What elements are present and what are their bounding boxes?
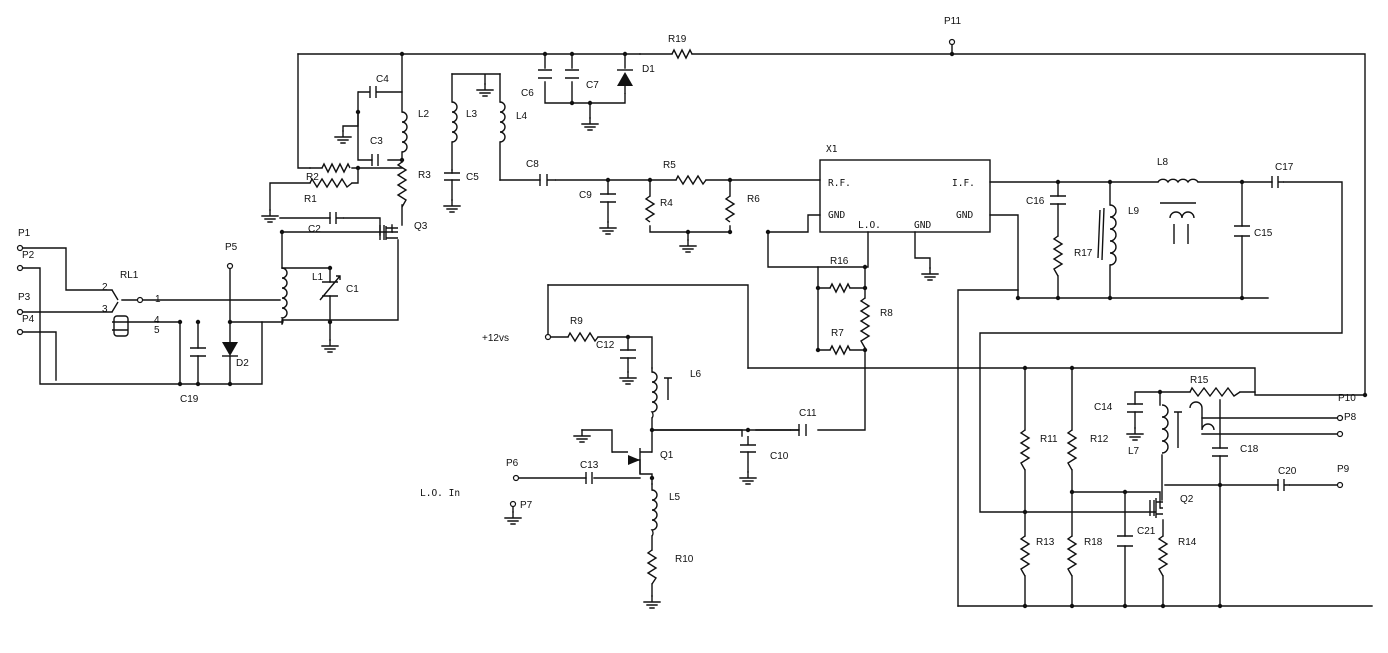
port-label-p5: P5: [225, 242, 238, 253]
label-l9: L9: [1128, 206, 1140, 217]
port-label-p3: P3: [18, 292, 31, 303]
lo-input-label: L.O. In: [420, 488, 460, 499]
wires: [19, 43, 1373, 607]
label-r12: R12: [1090, 434, 1109, 445]
label-c1: C1: [346, 284, 359, 295]
mixer-gnd-left: GND: [828, 210, 845, 221]
label-l6: L6: [690, 369, 702, 380]
relay-pin-4: 4: [154, 315, 160, 326]
label-l4: L4: [516, 111, 528, 122]
mixer-rf-pin: R.F.: [828, 178, 851, 189]
label-l5: L5: [669, 492, 681, 503]
label-q3: Q3: [414, 221, 428, 232]
diode-symbols: [222, 69, 633, 357]
label-l7: L7: [1128, 446, 1140, 457]
label-r18: R18: [1084, 537, 1103, 548]
label-c2: C2: [308, 224, 321, 235]
port-pads: [16, 38, 1344, 508]
label-r2: R2: [306, 172, 319, 183]
label-q1: Q1: [660, 450, 674, 461]
label-c4: C4: [376, 74, 389, 85]
label-r7: R7: [831, 328, 844, 339]
label-r13: R13: [1036, 537, 1055, 548]
supply-label: +12vs: [482, 333, 509, 344]
label-r15: R15: [1190, 375, 1209, 386]
label-l8: L8: [1157, 157, 1169, 168]
relay-pin-1: 1: [155, 294, 161, 305]
label-r10: R10: [675, 554, 694, 565]
relay-pin-2: 2: [102, 282, 108, 293]
label-r19: R19: [668, 34, 687, 45]
mixer-gnd-right: GND: [956, 210, 973, 221]
label-c14: C14: [1094, 402, 1113, 413]
labels: P1 P2 P3 P4 P5 P6 P7 P8 P9 P10 P11 RL1 1…: [18, 16, 1357, 565]
label-r14: R14: [1178, 537, 1197, 548]
mixer-block: [819, 159, 991, 233]
label-r11: R11: [1040, 434, 1058, 445]
port-label-p9: P9: [1337, 464, 1350, 475]
label-r8: R8: [880, 308, 893, 319]
label-c21: C21: [1137, 526, 1156, 537]
port-label-p8: P8: [1344, 412, 1357, 423]
capacitor-symbols: [190, 69, 1290, 547]
relay-pin-5: 5: [154, 325, 160, 336]
port-label-p10: P10: [1338, 393, 1356, 404]
label-l1: L1: [312, 272, 324, 283]
mixer-gnd-mid: GND: [914, 220, 931, 231]
resistor-symbols: [309, 48, 1241, 585]
label-c8: C8: [526, 159, 539, 170]
mixer-if-pin: I.F.: [952, 178, 975, 189]
ground-symbols: [261, 83, 1144, 609]
label-d2: D2: [236, 358, 249, 369]
transistor-symbols: [379, 225, 1163, 518]
label-q2: Q2: [1180, 494, 1194, 505]
label-r4: R4: [660, 198, 673, 209]
inductor-symbols: [280, 101, 1215, 537]
label-c7: C7: [586, 80, 599, 91]
label-r6: R6: [747, 194, 760, 205]
label-l2: L2: [418, 109, 430, 120]
label-c19: C19: [180, 394, 199, 405]
label-r17: R17: [1074, 248, 1093, 259]
label-c5: C5: [466, 172, 479, 183]
relay-symbol: [111, 289, 144, 337]
mixer-ref: X1: [826, 144, 838, 155]
label-c12: C12: [596, 340, 615, 351]
label-c17: C17: [1275, 162, 1294, 173]
label-c16: C16: [1026, 196, 1045, 207]
label-c6: C6: [521, 88, 534, 99]
label-c13: C13: [580, 460, 599, 471]
label-d1: D1: [642, 64, 655, 75]
label-c3: C3: [370, 136, 383, 147]
port-label-p2: P2: [22, 250, 35, 261]
port-label-p11: P11: [944, 16, 961, 27]
label-c9: C9: [579, 190, 592, 201]
label-c20: C20: [1278, 466, 1297, 477]
label-r5: R5: [663, 160, 676, 171]
mixer-lo-pin: L.O.: [858, 220, 881, 231]
label-c15: C15: [1254, 228, 1273, 239]
junction-dots: [177, 51, 1368, 609]
port-label-p4: P4: [22, 314, 35, 325]
relay-label: RL1: [120, 270, 139, 281]
relay-pin-3: 3: [102, 304, 108, 315]
port-label-p1: P1: [18, 228, 31, 239]
label-r1: R1: [304, 194, 317, 205]
label-c10: C10: [770, 451, 789, 462]
label-l3: L3: [466, 109, 478, 120]
port-label-p6: P6: [506, 458, 519, 469]
label-r9: R9: [570, 316, 583, 327]
label-r16: R16: [830, 256, 849, 267]
label-r3: R3: [418, 170, 431, 181]
label-c11: C11: [799, 408, 817, 419]
label-c18: C18: [1240, 444, 1259, 455]
port-label-p7: P7: [520, 500, 533, 511]
